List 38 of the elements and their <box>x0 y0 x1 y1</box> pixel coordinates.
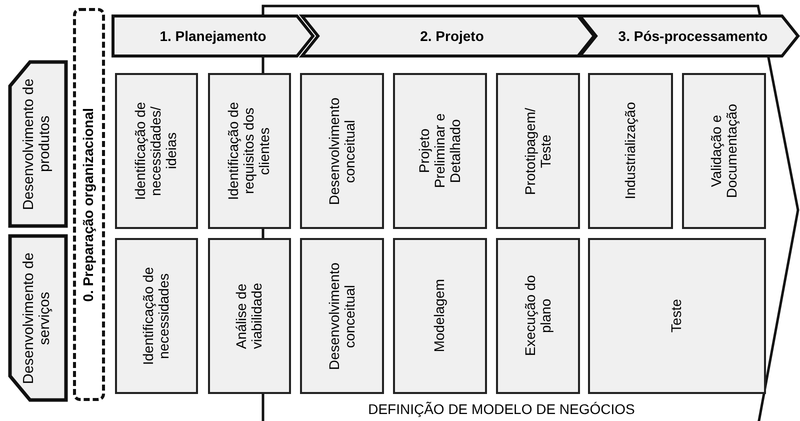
activity-label: Desenvolvimento conceitual <box>326 97 358 205</box>
activity-box <box>393 73 487 229</box>
activity-box <box>496 238 580 394</box>
phase-label: 2. Projeto <box>420 28 484 44</box>
activity-box <box>588 238 766 394</box>
activity-box <box>208 73 291 229</box>
activity-label: Industrialização <box>622 102 638 200</box>
row-header-tab <box>10 236 66 400</box>
activity-label: Prototipagem/ Teste <box>522 106 554 197</box>
activity-box <box>496 73 580 229</box>
activity-box <box>393 238 487 394</box>
activity-label: Modelagem <box>432 279 448 353</box>
activity-label: Projeto Preliminar e Detalhado <box>416 112 464 190</box>
activity-box <box>588 73 673 229</box>
activity-box <box>682 73 766 229</box>
activity-label: Identificação de necessidades/ ideias <box>133 100 180 202</box>
phase-banner <box>113 16 313 56</box>
activity-label: Validação e Documentação <box>708 102 740 200</box>
phase-label: 3. Pós-processamento <box>618 28 768 44</box>
band-label: DEFINIÇÃO DE MODELO DE NEGÓCIOS <box>368 401 635 417</box>
activity-box <box>300 73 384 229</box>
activity-label: Identificação de necessidades <box>141 266 172 368</box>
activity-box <box>115 238 198 394</box>
activity-box <box>300 238 384 394</box>
activity-label: Análise de viabilidade <box>234 282 265 352</box>
activity-label: Teste <box>669 299 685 333</box>
activity-label: Execução do plano <box>522 274 554 358</box>
activity-label: Desenvolvimento conceitual <box>326 262 358 370</box>
phase-label: 0. Preparação organizacional <box>81 108 97 302</box>
phase-banner <box>580 16 798 56</box>
activity-box <box>115 73 198 229</box>
row-header-tab <box>10 62 66 226</box>
activity-label: Identificação de requisitos dos clientes <box>226 100 273 202</box>
activity-box <box>208 238 291 394</box>
row-label: Desenvolvimento de serviços <box>22 251 54 386</box>
row-label: Desenvolvimento de produtos <box>22 77 54 212</box>
dashed-band <box>73 8 105 401</box>
phase-label: 1. Planejamento <box>160 28 266 44</box>
